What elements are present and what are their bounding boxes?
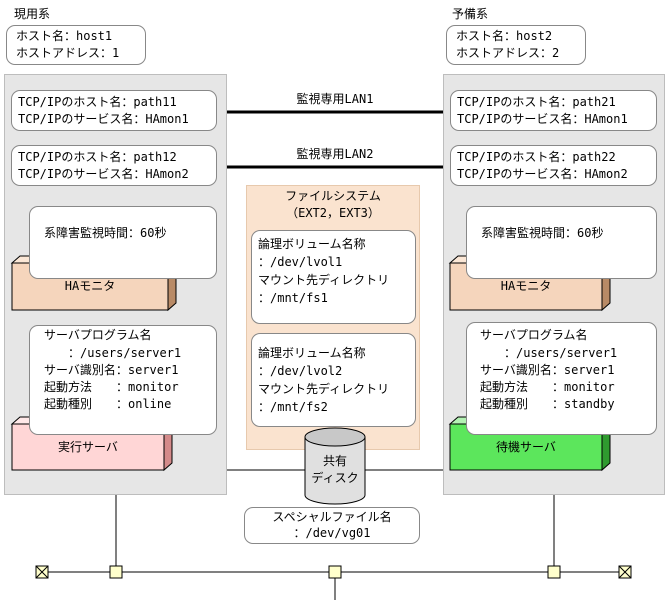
standby-server-line: 起動種別 ：standby	[480, 397, 615, 411]
primary-server-line: サーバ識別名：server1	[44, 363, 179, 377]
filesystem-title: ファイルシステム	[285, 189, 381, 203]
terminator-left-icon	[35, 565, 49, 579]
standby-net1-service: TCP/IPのサービス名：HAmon1	[457, 112, 628, 126]
volume2-line: マウント先ディレクトリ	[258, 382, 390, 396]
special-file-box: スペシャルファイル名 ：/dev/vg01	[244, 507, 420, 544]
standby-ha-monitor-label: HAモニタ	[500, 279, 552, 293]
standby-server-line: サーバプログラム名	[480, 328, 588, 342]
volume1-box: 論理ボリューム名称 ：/dev/lvol1 マウント先ディレクトリ ：/mnt/…	[251, 230, 416, 324]
standby-net1-host: TCP/IPのホスト名：path21	[457, 95, 616, 109]
volume1-line: マウント先ディレクトリ	[258, 273, 390, 287]
standby-host-box: ホスト名：host2 ホストアドレス：2	[446, 25, 586, 65]
standby-monitor-time: 系障害監視時間：60秒	[481, 226, 604, 240]
primary-server-box: サーバプログラム名 ：/users/server1 サーバ識別名：server1…	[29, 325, 217, 435]
primary-server-line: サーバプログラム名	[44, 328, 152, 342]
volume1-line: 論理ボリューム名称	[258, 237, 366, 251]
special-file-name: スペシャルファイル名	[272, 510, 392, 524]
volume1-line: ：/mnt/fs1	[258, 291, 328, 305]
standby-net1-box: TCP/IPのホスト名：path21 TCP/IPのサービス名：HAmon1	[450, 90, 657, 131]
standby-server-line: 起動方法 ：monitor	[480, 380, 615, 394]
standby-net2-service: TCP/IPのサービス名：HAmon2	[457, 167, 628, 181]
node-primary-icon	[109, 565, 123, 579]
standby-net2-host: TCP/IPのホスト名：path22	[457, 150, 616, 164]
node-standby-icon	[547, 565, 561, 579]
active-server-label: 実行サーバ	[58, 440, 118, 454]
shared-disk-label: 共有	[322, 454, 347, 468]
primary-ha-monitor-label: HAモニタ	[64, 279, 116, 293]
standby-net2-box: TCP/IPのホスト名：path22 TCP/IPのサービス名：HAmon2	[450, 145, 657, 186]
standby-server-line: ：/users/server1	[480, 346, 618, 360]
primary-host-box: ホスト名：host1 ホストアドレス：1	[6, 25, 146, 65]
volume2-box: 論理ボリューム名称 ：/dev/lvol2 マウント先ディレクトリ ：/mnt/…	[251, 333, 416, 427]
standby-system-title: 予備系	[452, 7, 489, 21]
primary-net2-host: TCP/IPのホスト名：path12	[18, 150, 177, 164]
volume2-line: ：/mnt/fs2	[258, 400, 328, 414]
primary-net1-service: TCP/IPのサービス名：HAmon1	[18, 112, 189, 126]
volume2-line: ：/dev/lvol2	[258, 364, 343, 378]
shared-disk-icon	[304, 427, 366, 505]
primary-net2-box: TCP/IPのホスト名：path12 TCP/IPのサービス名：HAmon2	[11, 145, 217, 186]
primary-monitor-box: 系障害監視時間：60秒	[29, 206, 217, 279]
primary-net1-host: TCP/IPのホスト名：path11	[18, 95, 177, 109]
primary-server-line: 起動種別 ：online	[44, 397, 172, 411]
filesystem-subtitle: （EXT2，EXT3）	[286, 206, 380, 220]
standby-host-name: ホスト名：host2	[456, 29, 553, 43]
primary-host-address: ホストアドレス：1	[16, 46, 120, 60]
standby-monitor-box: 系障害監視時間：60秒	[466, 206, 657, 279]
standby-host-address: ホストアドレス：2	[456, 46, 560, 60]
lan1-label: 監視専用LAN1	[296, 92, 374, 106]
volume2-line: 論理ボリューム名称	[258, 346, 366, 360]
lan2-label: 監視専用LAN2	[296, 147, 374, 161]
primary-monitor-time: 系障害監視時間：60秒	[44, 226, 167, 240]
node-center-icon	[328, 565, 342, 579]
special-file-path: ：/dev/vg01	[293, 526, 371, 540]
standby-server-box: サーバプログラム名 ：/users/server1 サーバ識別名：server1…	[466, 322, 657, 435]
primary-server-line: ：/users/server1	[44, 346, 182, 360]
standby-server-label: 待機サーバ	[496, 440, 556, 454]
primary-server-line: 起動方法 ：monitor	[44, 380, 179, 394]
terminator-right-icon	[618, 565, 632, 579]
shared-disk-label: ディスク	[311, 471, 359, 485]
standby-server-line: サーバ識別名：server1	[480, 363, 615, 377]
primary-net2-service: TCP/IPのサービス名：HAmon2	[18, 167, 189, 181]
primary-net1-box: TCP/IPのホスト名：path11 TCP/IPのサービス名：HAmon1	[11, 90, 217, 131]
volume1-line: ：/dev/lvol1	[258, 255, 343, 269]
primary-host-name: ホスト名：host1	[16, 29, 113, 43]
primary-system-title: 現用系	[14, 7, 51, 21]
